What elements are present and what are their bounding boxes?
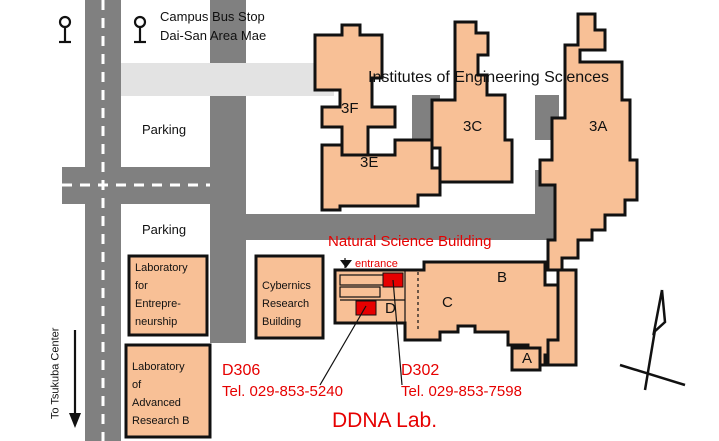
room-d302-tel: Tel. 029-853-7598 (401, 383, 522, 400)
building-b-label: B (497, 269, 508, 286)
buildings (124, 12, 639, 439)
bus-stop-line1: Campus Bus Stop (160, 9, 265, 24)
lab-name: DDNA Lab. (332, 409, 438, 432)
entrance-arrow (340, 260, 352, 268)
building-a-label: A (522, 350, 533, 367)
laboratory-advanced-research-b (124, 343, 212, 439)
laboratory-entrepreneurship (127, 254, 209, 337)
to-tsukuba-arrow (69, 330, 81, 428)
lab-advanced-line4: Research B (132, 415, 190, 427)
room-d306-label[interactable]: D306 (222, 362, 261, 379)
room-d306-tel: Tel. 029-853-5240 (222, 383, 343, 400)
lab-entrepreneurship-line2: for (135, 280, 148, 292)
cybernics-line2: Research (262, 298, 310, 310)
building-3f-label: 3F (341, 100, 359, 117)
road-markings (62, 0, 210, 441)
building-3a-label: 3A (589, 118, 608, 135)
north-arrow-icon (619, 289, 686, 391)
cybernics-line1: Cybernics (262, 280, 311, 292)
lab-entrepreneurship-line4: neurship (135, 316, 178, 328)
lab-advanced-line3: Advanced (132, 397, 181, 409)
entrance-label: entrance (355, 258, 398, 270)
walkway (121, 63, 334, 96)
lab-advanced-line2: of (132, 379, 142, 391)
building-a (510, 346, 542, 372)
building-3c (430, 20, 514, 184)
cybernics-research-building (254, 254, 325, 340)
institutes-title: Institutes of Engineering Sciences (368, 69, 610, 86)
to-tsukuba-center-label: To Tsukuba Center (49, 327, 62, 420)
room-d306-marker[interactable] (355, 300, 377, 316)
natural-science-building-label: Natural Science Building (328, 233, 492, 250)
building-3e (320, 138, 442, 212)
natural-science-building (333, 260, 560, 367)
building-d-label: D (385, 300, 396, 317)
building-3e-label: 3E (360, 154, 379, 171)
parking-lower: Parking (142, 222, 187, 237)
vertical-road-center (210, 0, 246, 343)
cybernics-line3: Building (262, 316, 302, 328)
lab-advanced-line1: Laboratory (132, 361, 185, 373)
bus-stop-icon (58, 15, 147, 44)
lab-entrepreneurship-line3: Entrepre- (135, 298, 181, 310)
lab-entrepreneurship-line1: Laboratory (135, 262, 188, 274)
building-3f (313, 23, 397, 160)
parking-upper: Parking (142, 122, 187, 137)
building-3a (538, 12, 639, 272)
natural-science-extension (546, 268, 578, 367)
building-c-label: C (442, 294, 453, 311)
building-3c-label: 3C (463, 118, 483, 135)
bus-stop-line2: Dai-San Area Mae (160, 28, 267, 43)
horizontal-road-middle (246, 214, 556, 240)
room-d302-label[interactable]: D302 (401, 362, 440, 379)
